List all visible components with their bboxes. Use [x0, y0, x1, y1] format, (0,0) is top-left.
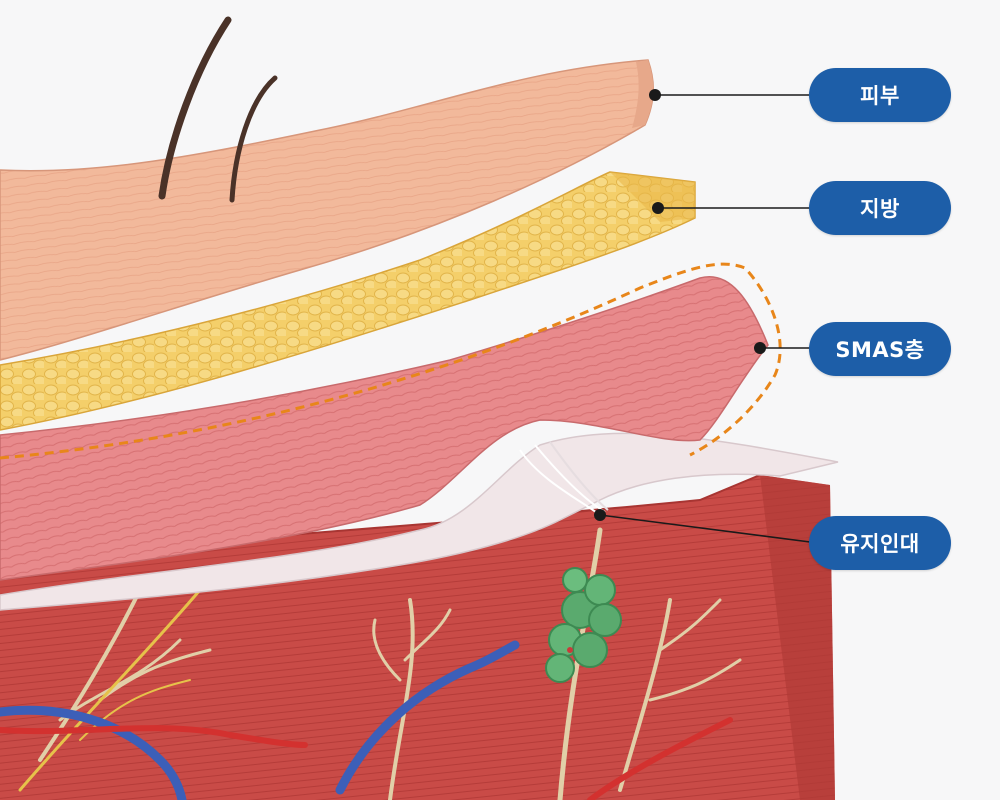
label-ligament: 유지인대: [809, 516, 951, 570]
leader-lines: [599, 94, 811, 543]
smas-highlight-outline: [0, 262, 782, 460]
smas-layer: [0, 275, 769, 581]
ligament-pointer-dot: [594, 509, 606, 521]
label-fat: 지방: [809, 181, 951, 235]
label-skin: 피부: [809, 68, 951, 122]
hair: [158, 16, 278, 203]
ligament-layer: [0, 432, 839, 611]
label-smas: SMAS층: [809, 322, 951, 376]
skin-pointer-dot: [649, 89, 661, 101]
fat-layer: [0, 171, 696, 431]
veins: [0, 640, 520, 800]
arteries: [0, 717, 733, 800]
fat-pointer-dot: [652, 202, 664, 214]
smas-pointer-dot: [754, 342, 766, 354]
gland: [545, 567, 622, 683]
